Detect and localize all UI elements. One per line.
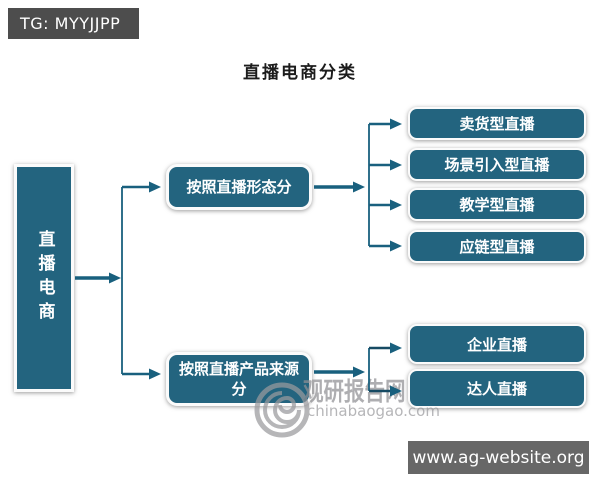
node-branch-by-product-source: 按照直播产品来源分 bbox=[166, 352, 312, 406]
node-branch-2-label: 按照直播产品来源分 bbox=[178, 359, 299, 398]
page-title: 直播电商分类 bbox=[243, 63, 357, 83]
node-branch-1-label: 按照直播形态分 bbox=[186, 177, 292, 196]
node-leaf-scene-intro-live: 场景引入型直播 bbox=[408, 148, 586, 181]
node-branch-by-live-format: 按照直播形态分 bbox=[166, 164, 312, 210]
node-leaf-influencer-live: 达人直播 bbox=[408, 369, 586, 408]
telegram-tag-badge: TG: MYYJJPP bbox=[8, 8, 139, 39]
node-leaf-teaching-live: 教学型直播 bbox=[408, 188, 586, 221]
website-badge-label: www.ag-website.org bbox=[412, 447, 585, 468]
node-root-label: 直播电商 bbox=[34, 230, 55, 326]
node-leaf-label: 卖货型直播 bbox=[459, 115, 535, 133]
node-leaf-supply-chain-live: 应链型直播 bbox=[408, 230, 586, 263]
node-leaf-label: 企业直播 bbox=[466, 335, 527, 354]
node-root-live-ecommerce: 直播电商 bbox=[14, 164, 74, 392]
node-leaf-label: 场景引入型直播 bbox=[444, 156, 550, 174]
watermark-site-name: 观研报告网 bbox=[303, 377, 406, 406]
telegram-tag-label: TG: MYYJJPP bbox=[20, 14, 121, 33]
node-leaf-label: 达人直播 bbox=[466, 380, 527, 398]
node-leaf-selling-live: 卖货型直播 bbox=[408, 107, 586, 140]
node-leaf-enterprise-live: 企业直播 bbox=[408, 324, 586, 364]
node-leaf-label: 教学型直播 bbox=[459, 196, 535, 214]
website-badge: www.ag-website.org bbox=[408, 441, 589, 474]
node-leaf-label: 应链型直播 bbox=[459, 238, 535, 256]
